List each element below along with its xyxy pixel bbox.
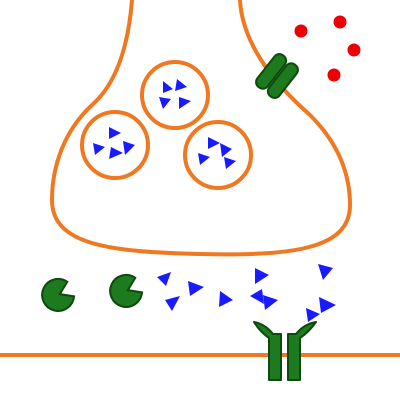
neurotransmitter-triangle-icon (188, 281, 204, 296)
reuptake-enzyme-icon (41, 277, 76, 312)
neurotransmitter-triangle-icon (109, 127, 121, 139)
synaptic-vesicle (80, 110, 150, 180)
synaptic-vesicle-icon (140, 60, 210, 130)
neurotransmitter-triangle-icon (163, 81, 173, 93)
calcium-ion-dot-icon (294, 24, 308, 38)
neurotransmitter-triangle-icon (224, 157, 236, 169)
calcium-ion-dot-icon (333, 15, 347, 29)
ion-channel-icon (255, 53, 299, 99)
neurotransmitter-triangle-icon (318, 264, 333, 280)
neurotransmitter-triangle-icon (220, 143, 232, 157)
neurotransmitter-triangle-icon (198, 153, 210, 165)
neurotransmitter-triangle-icon (157, 272, 171, 286)
neurotransmitter-triangle-icon (208, 137, 220, 149)
synaptic-vesicle (183, 120, 253, 190)
neurotransmitter-triangle-icon (263, 295, 278, 310)
neurotransmitter-triangle-icon (165, 296, 180, 311)
neurotransmitter-triangle-icon (123, 141, 135, 155)
neurotransmitter-triangle-icon (175, 79, 187, 91)
presynaptic-terminal-membrane (50, 0, 352, 257)
neurotransmitter-triangle-icon (219, 291, 233, 307)
neurotransmitter-triangle-icon (319, 297, 336, 313)
postsynaptic-receptor-icon (253, 321, 317, 381)
neurotransmitter-triangle-icon (159, 97, 171, 109)
reuptake-enzyme-icon (109, 273, 144, 308)
neurotransmitter-triangle-icon (250, 289, 264, 304)
calcium-ion-dot-icon (347, 43, 361, 57)
neurotransmitter-triangle-icon (179, 97, 191, 109)
neurotransmitter-triangle-icon (93, 143, 105, 155)
neurotransmitter-triangle-icon (306, 308, 320, 322)
synaptic-vesicle-icon (183, 120, 253, 190)
neurotransmitter-triangle-icon (109, 147, 123, 159)
synaptic-vesicle (140, 60, 210, 130)
calcium-ion-dot-icon (327, 68, 341, 82)
synaptic-vesicle-icon (80, 110, 150, 180)
neurotransmitter-triangle-icon (255, 268, 269, 284)
